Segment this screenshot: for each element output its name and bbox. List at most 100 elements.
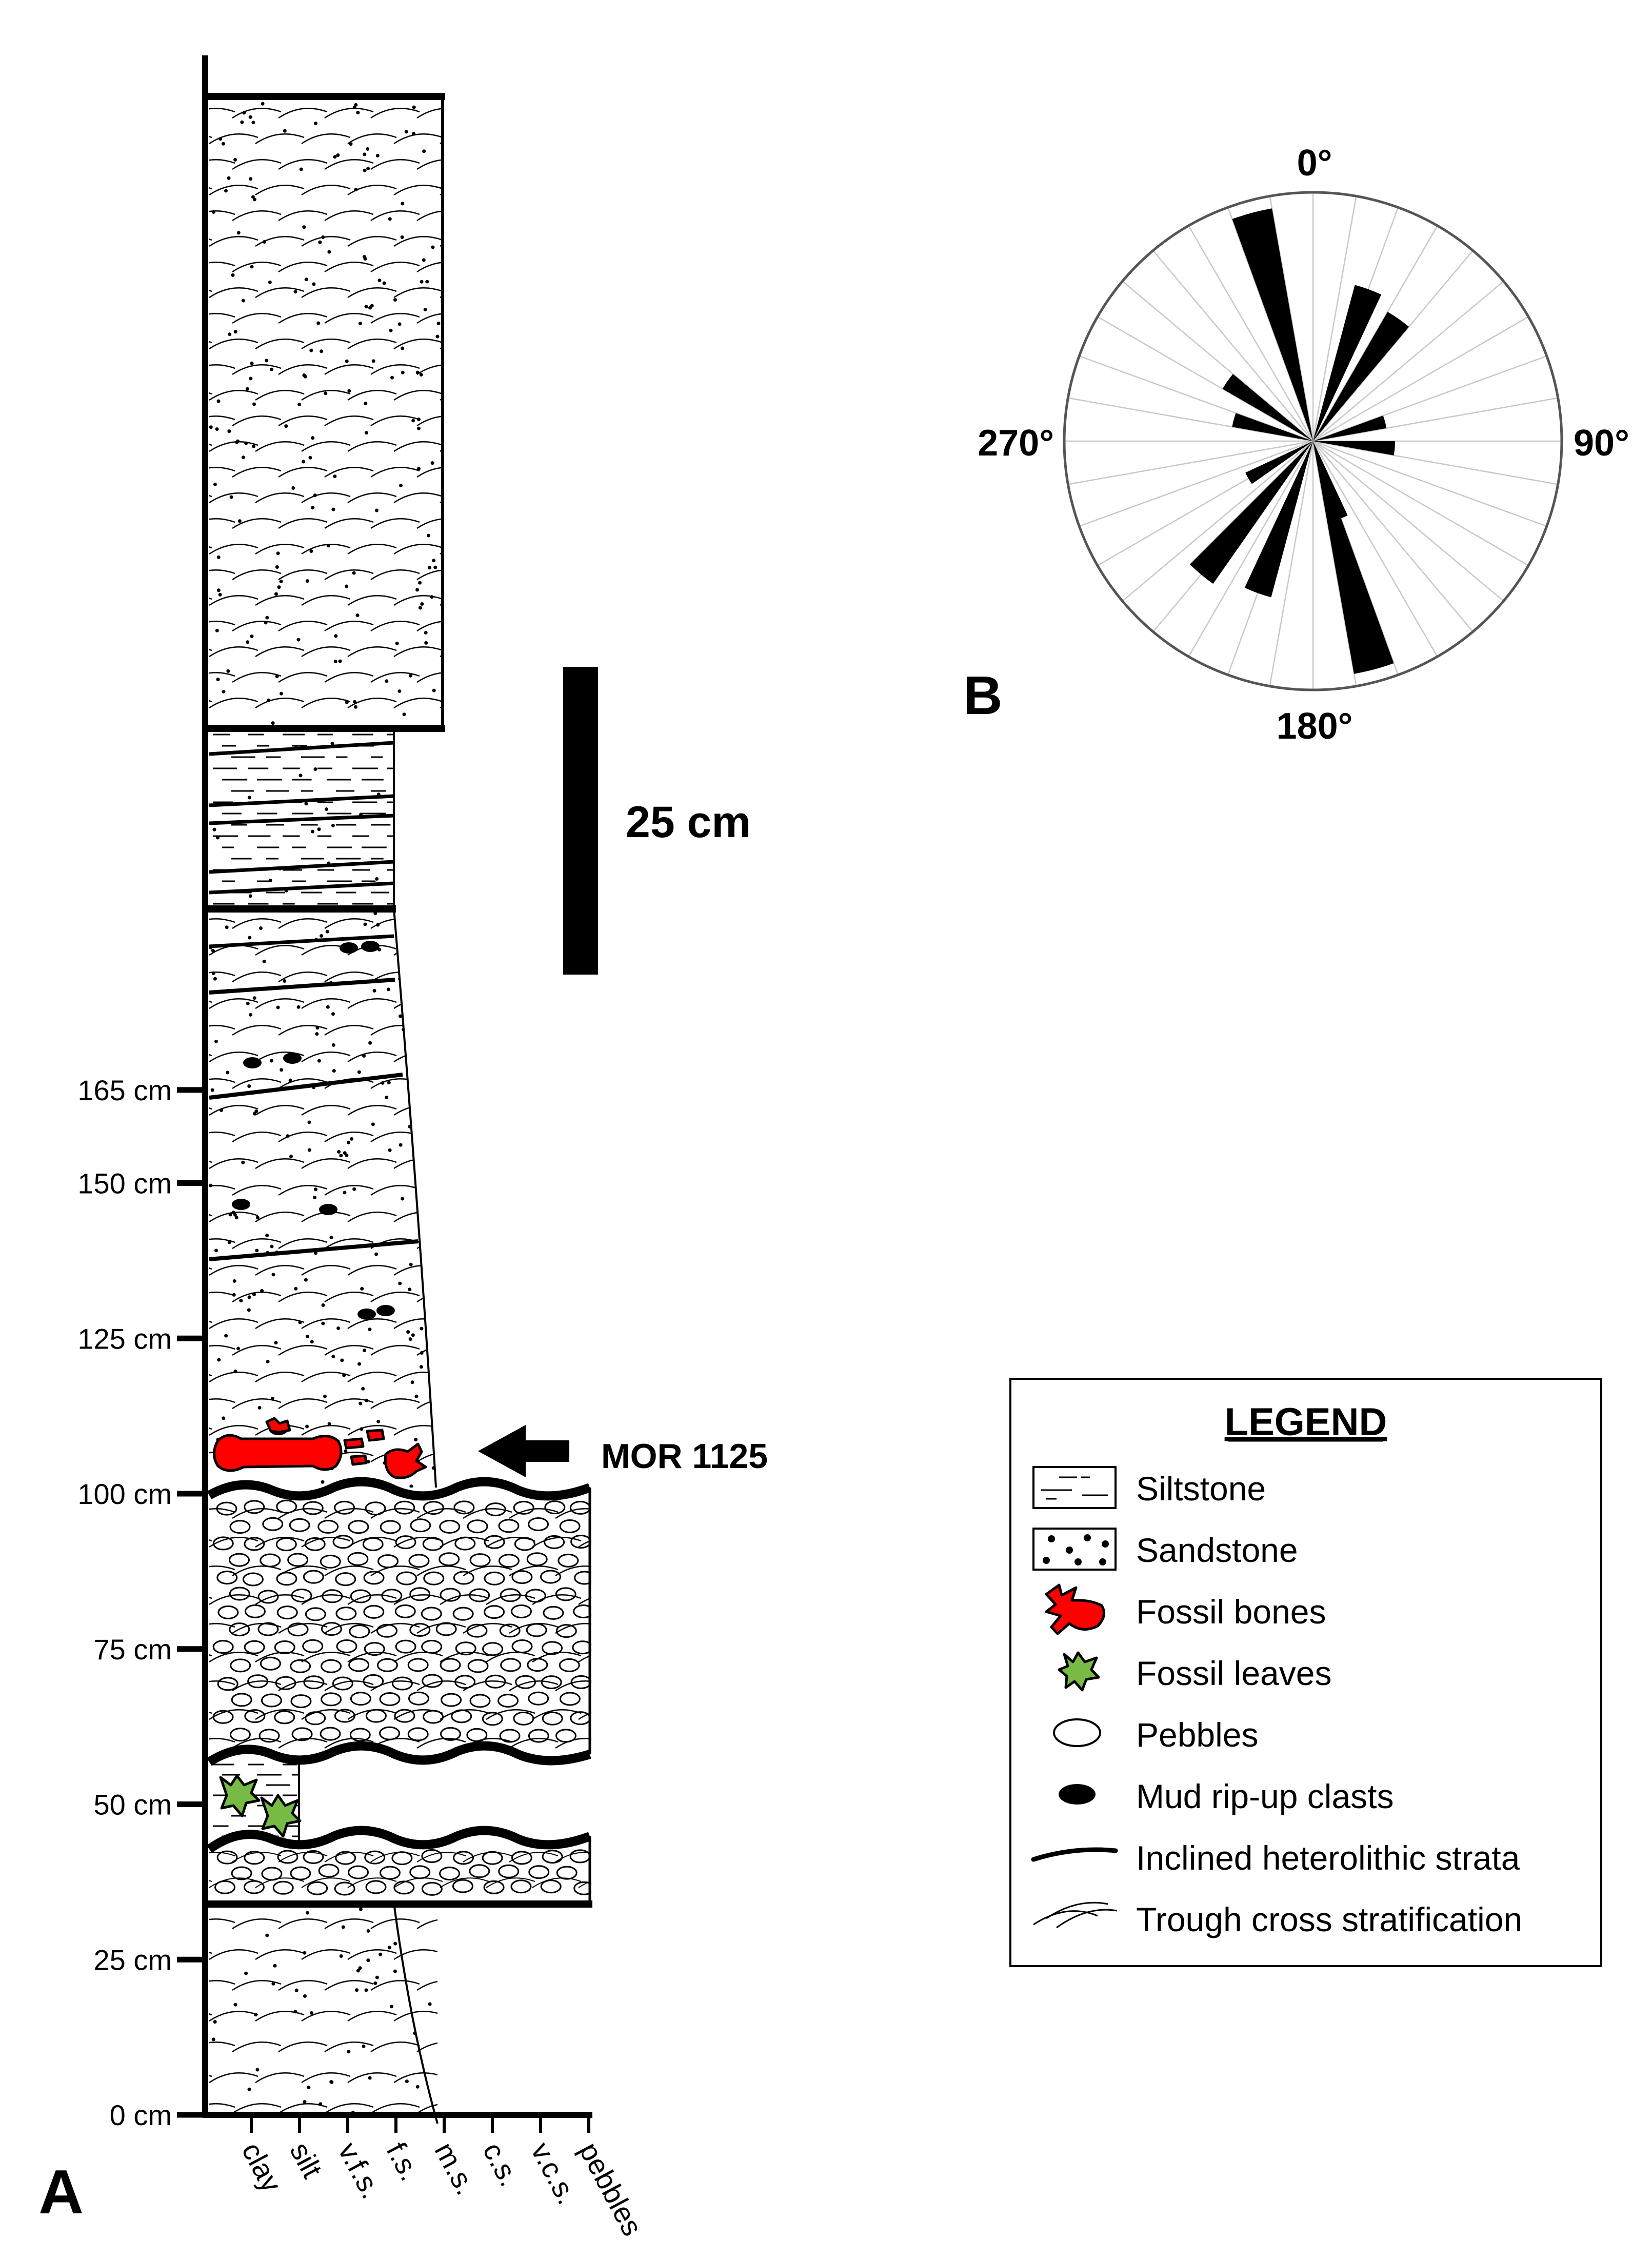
- sand-grain: [276, 551, 280, 556]
- trough-lamina: [416, 2104, 437, 2114]
- trough-lamina: [370, 672, 420, 683]
- pebble: [558, 1553, 579, 1568]
- trough-lamina: [278, 1623, 328, 1634]
- pebble: [421, 1639, 443, 1654]
- sand-grain: [366, 1929, 370, 1933]
- pebble: [409, 1622, 431, 1637]
- trough-lamina: [416, 1078, 436, 1089]
- trough-lamina: [440, 1877, 489, 1888]
- trough-lamina: [232, 1238, 282, 1250]
- pebble: [332, 1535, 354, 1549]
- trough-lamina: [416, 1398, 436, 1410]
- rose-petal: [1232, 208, 1313, 441]
- sand-grain: [388, 1148, 392, 1152]
- legend-label-fossil-leaves: Fossil leaves: [1136, 1654, 1331, 1692]
- sand-grain: [247, 1308, 251, 1312]
- trough-lamina: [278, 1508, 328, 1519]
- sand-grain: [277, 585, 281, 589]
- sand-grain: [336, 153, 340, 157]
- trough-lamina: [416, 467, 443, 478]
- sand-grain: [414, 1067, 419, 1072]
- sand-grain: [266, 1359, 270, 1363]
- trough-lamina: [324, 972, 374, 983]
- trough-lamina: [255, 339, 305, 350]
- sand-grain: [215, 427, 219, 431]
- trough-lamina: [324, 108, 374, 119]
- trough-lamina: [209, 1918, 235, 1924]
- pebble: [379, 1866, 401, 1880]
- trough-lamina: [347, 1594, 397, 1606]
- pebble: [229, 1520, 251, 1534]
- trough-lamina: [255, 1594, 305, 1606]
- fossil-bone-icon: [366, 1429, 385, 1442]
- sand-grain: [361, 1386, 365, 1391]
- trough-lamina: [278, 672, 328, 683]
- trough-lamina: [416, 918, 436, 929]
- layer-sandstone-upper: [209, 102, 443, 725]
- sand-grain: [247, 2087, 251, 2091]
- pebble: [348, 1865, 369, 1879]
- trough-lamina: [324, 2042, 374, 2053]
- sand-grain: [227, 429, 231, 433]
- sand-grain: [265, 616, 269, 620]
- sand-grain: [289, 1155, 293, 1159]
- pebble: [467, 1519, 488, 1534]
- sand-grain: [257, 1405, 262, 1410]
- ihs-silt-2: [209, 794, 394, 807]
- sand-grain: [314, 1187, 318, 1192]
- pebble: [439, 1867, 461, 1881]
- pebble: [307, 1881, 328, 1895]
- sand-grain: [305, 1424, 309, 1429]
- sand-grain: [420, 1326, 424, 1331]
- mud-clast: [283, 1053, 302, 1064]
- pebble: [391, 1851, 413, 1866]
- rose-petals: [1189, 208, 1409, 674]
- sand-grain: [368, 1041, 372, 1045]
- sand-grain: [417, 1075, 422, 1079]
- sand-grain: [393, 1941, 397, 1946]
- trough-lamina: [370, 1918, 420, 1930]
- grain-label: silt: [284, 2137, 329, 2183]
- trough-lamina: [393, 185, 443, 196]
- sand-grain: [376, 1419, 381, 1423]
- trough-lamina: [278, 1238, 328, 1250]
- sand-grain: [421, 1036, 425, 1040]
- sand-grain: [375, 1975, 379, 1979]
- pebble: [511, 1604, 532, 1619]
- sand-grain: [408, 1287, 412, 1292]
- sand-grain: [312, 282, 316, 286]
- sand-grain: [237, 519, 242, 523]
- pebble: [396, 1571, 417, 1586]
- sand-grain: [214, 1249, 218, 1253]
- rose-grid-ray: [1312, 441, 1504, 602]
- sand-grain: [427, 566, 431, 570]
- rose-petal: [1244, 441, 1313, 598]
- trough-lamina: [255, 698, 305, 709]
- pebble: [423, 1501, 444, 1515]
- pebble: [407, 1727, 429, 1741]
- pebble: [484, 1571, 505, 1586]
- trough-lamina: [255, 1709, 305, 1720]
- trough-lamina: [209, 918, 235, 929]
- trough-lamina: [347, 1877, 397, 1888]
- sand-grain: [219, 1108, 223, 1112]
- trough-lamina: [440, 346, 443, 350]
- pebble: [440, 1658, 461, 1672]
- sand-grain: [372, 989, 376, 993]
- pebble: [499, 1729, 521, 1743]
- fossil-bone-icon: [1045, 1583, 1105, 1635]
- trough-lamina: [393, 1537, 443, 1548]
- sand-grain: [264, 621, 268, 625]
- trough-lamina: [301, 1652, 351, 1663]
- sand-grain: [316, 321, 321, 325]
- sand-grain: [239, 1299, 243, 1303]
- trough-lamina: [324, 1680, 374, 1692]
- rose-grid-ray: [1152, 250, 1313, 442]
- sand-grain: [385, 679, 389, 683]
- trough-lamina: [393, 1372, 436, 1383]
- sand-grain: [214, 1039, 218, 1043]
- sand-grain: [250, 635, 254, 639]
- pebble: [318, 1864, 340, 1878]
- sand-grain: [228, 1213, 232, 1217]
- pebble: [525, 1589, 546, 1603]
